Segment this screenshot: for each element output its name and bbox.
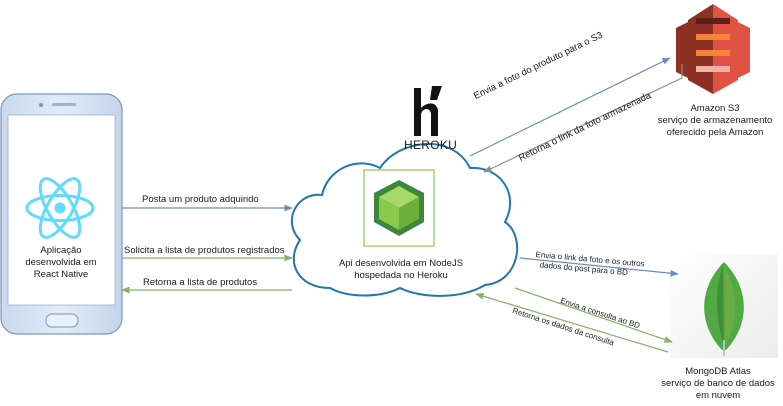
mongo-label: MongoDB Atlas serviço de banco de dados … <box>652 366 783 402</box>
edge-label-request-list: Solicita a lista de produtos registrados <box>124 245 285 256</box>
nodejs-cube-icon <box>363 169 435 247</box>
edge-return-link-arrow <box>483 77 683 173</box>
heroku-logo-icon <box>414 86 442 136</box>
mongodb-leaf-icon <box>670 254 778 358</box>
api-label-line-1: Api desenvolvida em NodeJS <box>338 258 464 269</box>
mongo-label-line-3: em nuvem <box>695 389 741 401</box>
heroku-wordmark: HEROKU <box>404 138 458 152</box>
edge-send-link <box>519 257 679 277</box>
edge-send-query <box>514 287 673 343</box>
s3-label-line-2: serviço de armazenamento <box>657 114 773 126</box>
edge-send-photo <box>469 57 671 157</box>
react-logo-icon <box>25 177 95 239</box>
app-label: Aplicação desenvolvida em React Native <box>6 245 116 281</box>
app-label-line-3: React Native <box>33 268 89 280</box>
mongo-label-line-1: MongoDB Atlas <box>685 366 751 377</box>
edge-label-return-list: Retorna a lista de produtos <box>143 277 258 288</box>
smartphone-react-icon <box>0 93 123 335</box>
api-label-line-2: hospedada no Heroku <box>354 269 448 281</box>
mongo-label-line-2: serviço de banco de dados <box>661 377 775 389</box>
s3-label-line-1: Amazon S3 <box>690 103 740 114</box>
edge-return-query <box>475 292 669 353</box>
api-label: Api desenvolvida em NodeJS hospedada no … <box>318 258 484 282</box>
app-label-line-1: Aplicação <box>40 245 82 256</box>
app-label-line-2: desenvolvida em <box>25 256 97 268</box>
edge-label-post-product: Posta um produto adquirido <box>142 194 259 205</box>
s3-label: Amazon S3 serviço de armazenamento ofere… <box>650 103 780 139</box>
s3-label-line-3: oferecido pela Amazon <box>666 126 764 138</box>
amazon-s3-icon <box>676 4 750 94</box>
